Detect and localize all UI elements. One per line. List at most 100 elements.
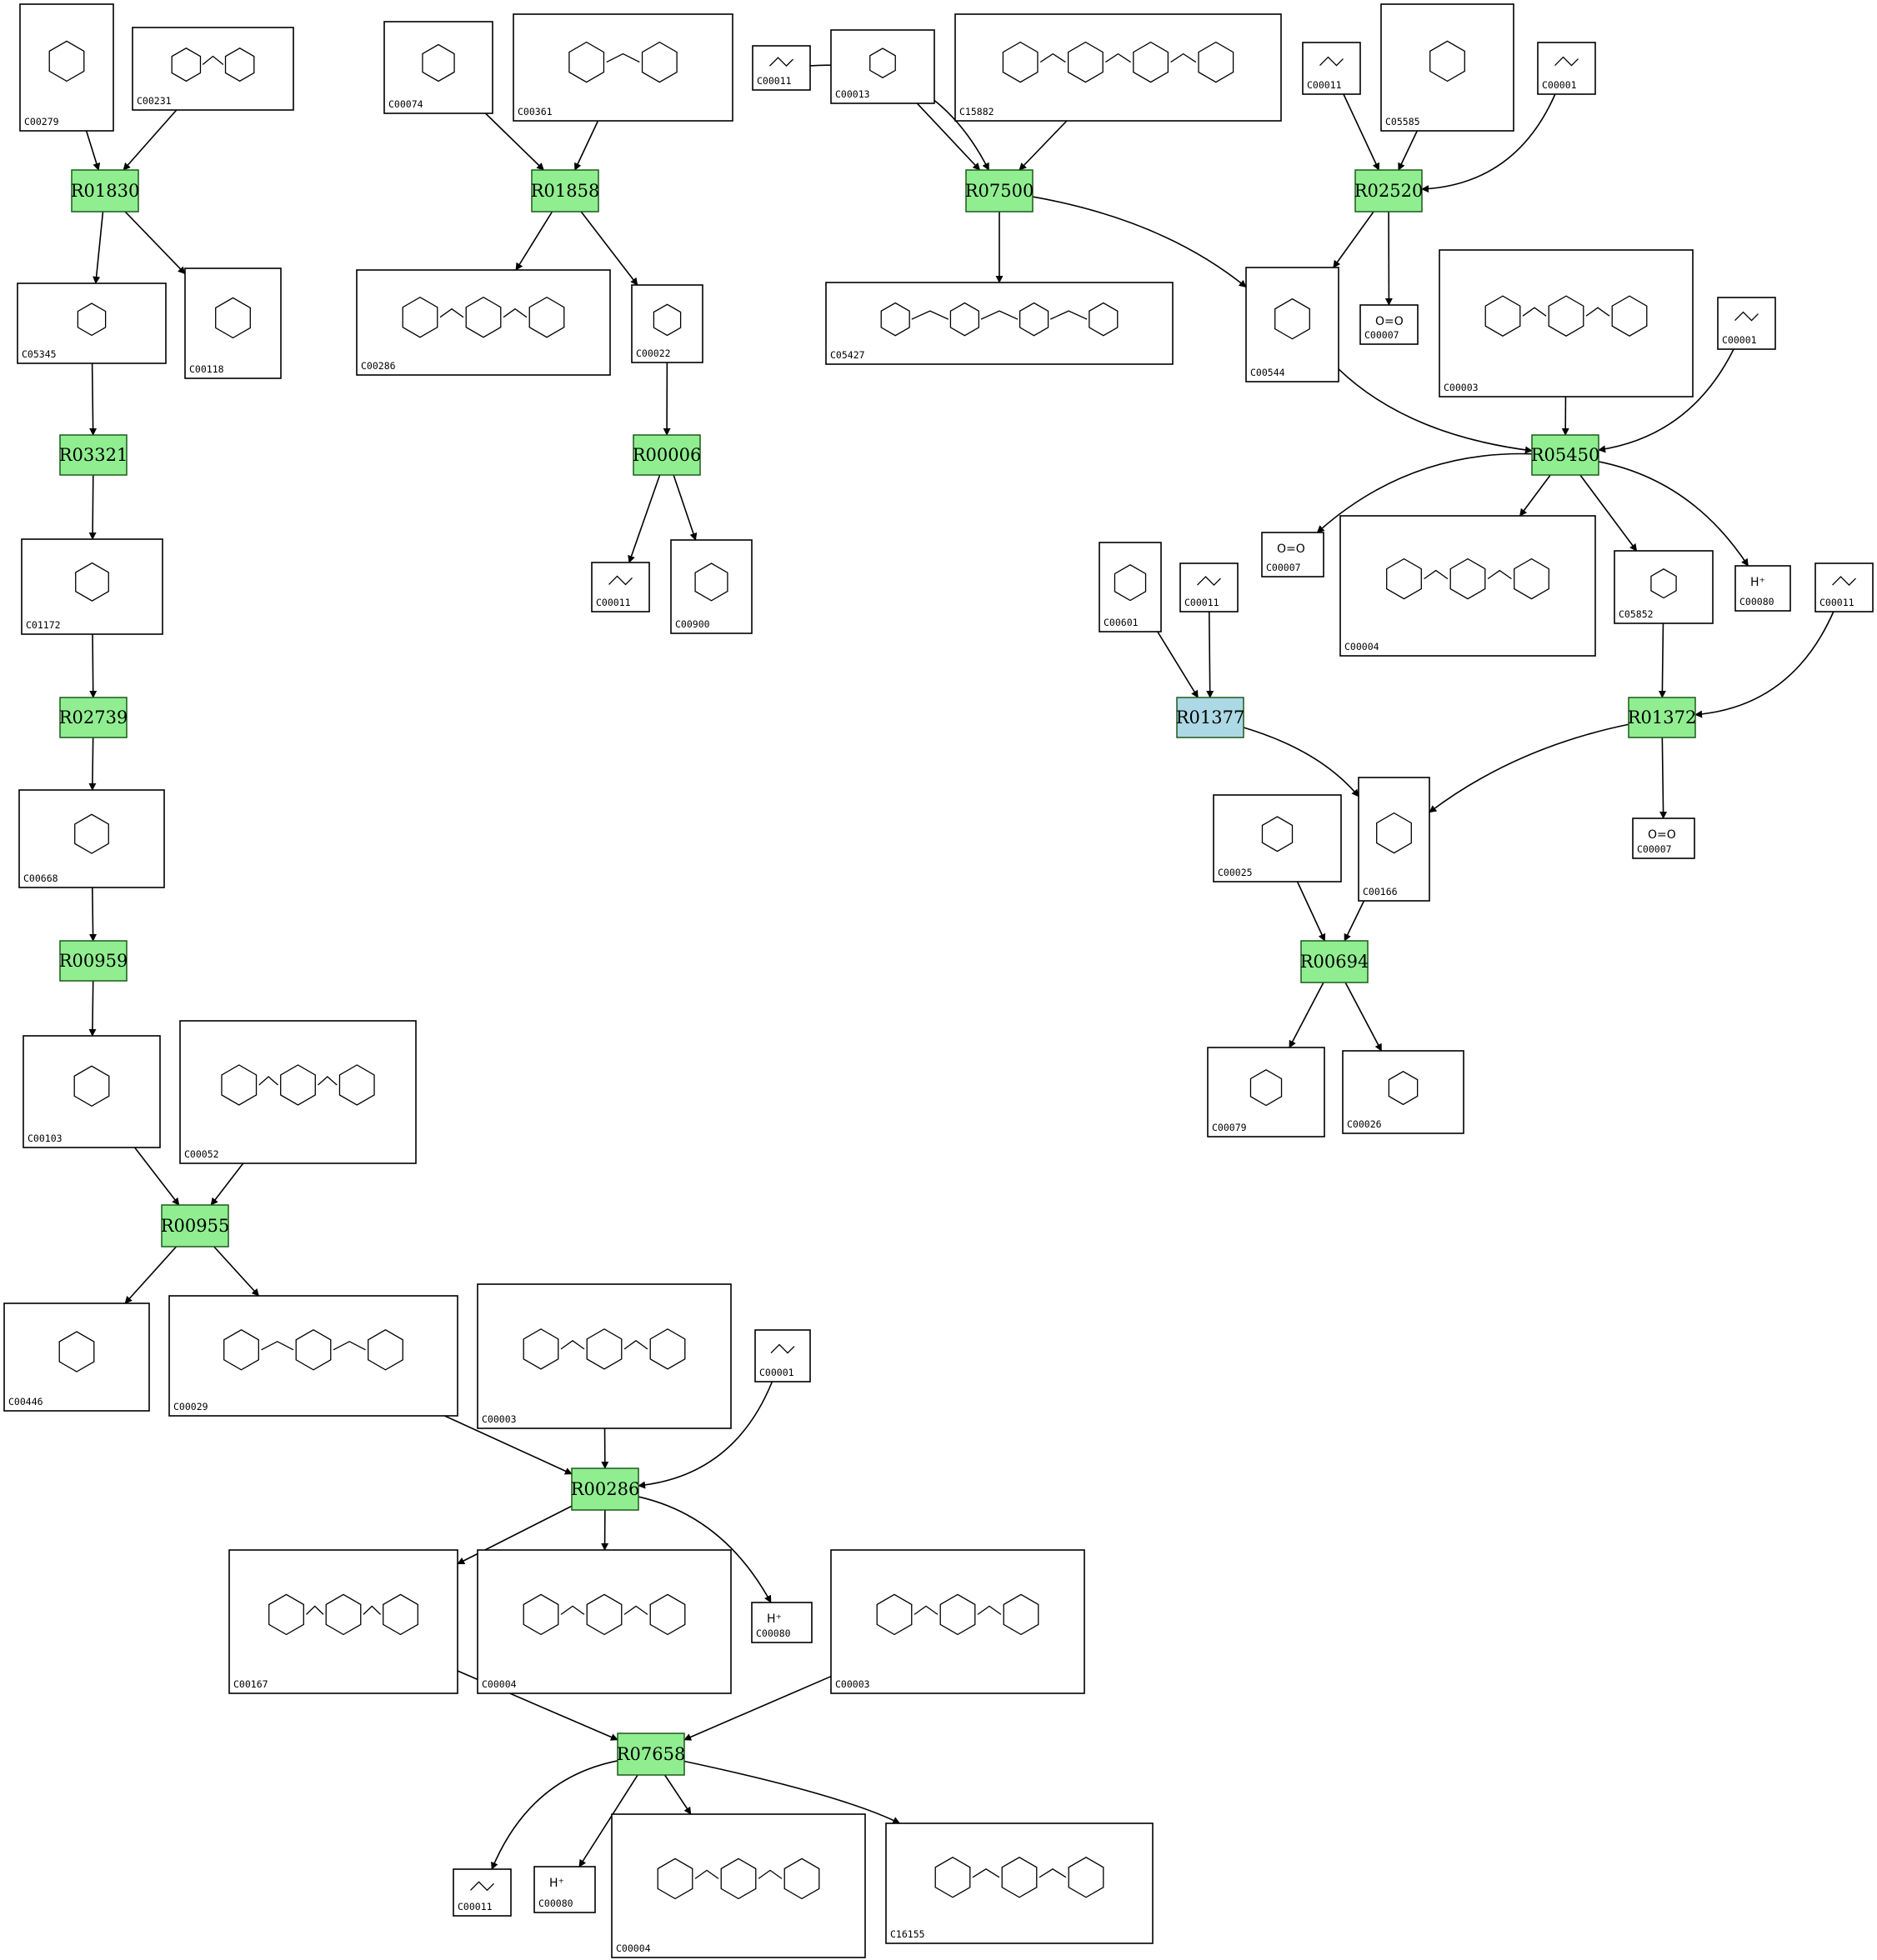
compound-c00011[interactable]: C00011 (1302, 42, 1361, 95)
compound-c00025[interactable]: C00025 (1213, 794, 1342, 882)
compound-c00079[interactable]: C00079 (1207, 1047, 1325, 1138)
compound-c00003[interactable]: C00003 (1439, 249, 1694, 398)
compound-c00011[interactable]: C00011 (453, 1868, 512, 1917)
compound-c00446[interactable]: C00446 (3, 1302, 150, 1412)
reaction-box (59, 940, 128, 982)
edge-c00279-to-r01830 (85, 130, 101, 171)
reaction-r07500[interactable]: R07500 (965, 169, 1034, 212)
reaction-r00006[interactable]: R00006 (633, 434, 702, 476)
compound-c00279[interactable]: C00279 (19, 3, 114, 132)
reaction-r05450[interactable]: R05450 (1531, 434, 1600, 476)
reaction-id-label: R02739 (59, 708, 128, 728)
reaction-r01377[interactable]: R01377 (1176, 697, 1245, 738)
reaction-r02739[interactable]: R02739 (59, 697, 128, 738)
reaction-r02520[interactable]: R02520 (1354, 169, 1424, 212)
reaction-id-label: R05450 (1531, 445, 1600, 465)
compound-box (1207, 1047, 1325, 1138)
reaction-box (161, 1204, 229, 1248)
compound-c05852[interactable]: C05852 (1614, 550, 1714, 624)
ring-icon (1114, 563, 1147, 602)
compound-c00001[interactable]: C00001 (1717, 297, 1776, 350)
compound-c00029[interactable]: C00029 (168, 1295, 458, 1417)
compound-c00080[interactable]: H⁺C00080 (1734, 565, 1791, 612)
compound-c00544[interactable]: C00544 (1245, 267, 1339, 382)
bond-line-icon (694, 1869, 719, 1879)
compound-id-label: C00080 (1739, 596, 1774, 608)
bond-line-icon (1049, 310, 1088, 320)
compound-c00166[interactable]: C00166 (1358, 777, 1430, 902)
compound-c00231[interactable]: C00231 (132, 27, 294, 111)
compound-c00074[interactable]: C00074 (383, 21, 493, 114)
compound-c00003[interactable]: C00003 (477, 1283, 732, 1429)
compound-c05585[interactable]: C05585 (1380, 3, 1514, 132)
compound-c00080[interactable]: H⁺C00080 (751, 1602, 813, 1643)
reaction-r01830[interactable]: R01830 (71, 169, 140, 212)
compound-c00118[interactable]: C00118 (184, 268, 282, 379)
ring-icon (586, 1328, 623, 1370)
compound-c05345[interactable]: C05345 (17, 282, 167, 364)
compound-c00286[interactable]: C00286 (356, 269, 611, 376)
compound-c00004[interactable]: C00004 (477, 1549, 732, 1694)
compound-id-label: C00118 (189, 363, 224, 375)
reaction-r00694[interactable]: R00694 (1300, 940, 1369, 983)
compound-c00668[interactable]: C00668 (18, 789, 165, 888)
compound-c00900[interactable]: C00900 (670, 539, 753, 634)
compound-box (751, 1602, 813, 1643)
compound-box (631, 284, 703, 363)
compound-c16155[interactable]: C16155 (885, 1822, 1154, 1944)
ring-icon (523, 1328, 559, 1370)
compound-c00052[interactable]: C00052 (179, 1020, 417, 1164)
reaction-r00286[interactable]: R00286 (571, 1468, 640, 1511)
bond-line-icon (439, 308, 464, 318)
compound-box (513, 13, 733, 122)
compound-c00167[interactable]: C00167 (228, 1549, 458, 1694)
compound-box (830, 29, 935, 104)
ring-icon (74, 813, 109, 854)
compound-box (228, 1549, 458, 1694)
edge-c00166-to-r00694 (1344, 900, 1365, 942)
compound-c00013[interactable]: C00013 (830, 29, 935, 104)
edge-c05852-to-r01372 (1658, 622, 1666, 698)
reaction-r03321[interactable]: R03321 (59, 434, 128, 476)
compound-c00004[interactable]: C00004 (611, 1813, 866, 1958)
ring-icon (1198, 41, 1234, 83)
compound-c15882[interactable]: C15882 (954, 13, 1282, 122)
reaction-r01858[interactable]: R01858 (531, 169, 600, 212)
compound-box (1099, 542, 1162, 632)
compound-c00103[interactable]: C00103 (23, 1035, 161, 1148)
edge-r00006-to-c00900 (673, 474, 698, 541)
compound-c00022[interactable]: C00022 (631, 284, 703, 363)
compound-box (752, 45, 811, 91)
reaction-box (633, 434, 701, 476)
compound-c00026[interactable]: C00026 (1342, 1050, 1464, 1134)
compound-c00001[interactable]: C00001 (754, 1329, 811, 1382)
structure-icon (770, 1343, 795, 1354)
compound-c05427[interactable]: C05427 (825, 282, 1174, 365)
compound-c00011[interactable]: C00011 (752, 45, 811, 91)
compound-id-label: C00052 (184, 1148, 219, 1160)
reaction-r00955[interactable]: R00955 (161, 1204, 230, 1248)
compound-c00601[interactable]: C00601 (1099, 542, 1162, 632)
compound-box (954, 13, 1282, 122)
compound-c00001[interactable]: C00001 (1537, 42, 1596, 95)
compound-c00011[interactable]: C00011 (1814, 562, 1874, 612)
compound-c00361[interactable]: C00361 (513, 13, 733, 122)
compound-c00004[interactable]: C00004 (1339, 515, 1596, 657)
compound-c00003[interactable]: C00003 (830, 1549, 1085, 1694)
compound-box (1814, 562, 1874, 612)
structure-icon (1832, 576, 1856, 586)
reaction-r00959[interactable]: R00959 (59, 940, 128, 982)
structure-icon (1274, 298, 1310, 340)
structure-icon (608, 575, 633, 586)
reaction-r01372[interactable]: R01372 (1628, 697, 1697, 738)
compound-c00011[interactable]: C00011 (1179, 562, 1239, 612)
compound-c00080[interactable]: H⁺C00080 (533, 1866, 596, 1913)
bond-line-icon (560, 1340, 585, 1350)
compound-c01172[interactable]: C01172 (21, 538, 163, 635)
compound-c00011[interactable]: C00011 (591, 562, 650, 612)
reaction-r07658[interactable]: R07658 (617, 1732, 686, 1776)
bond-line-icon (1487, 569, 1512, 580)
